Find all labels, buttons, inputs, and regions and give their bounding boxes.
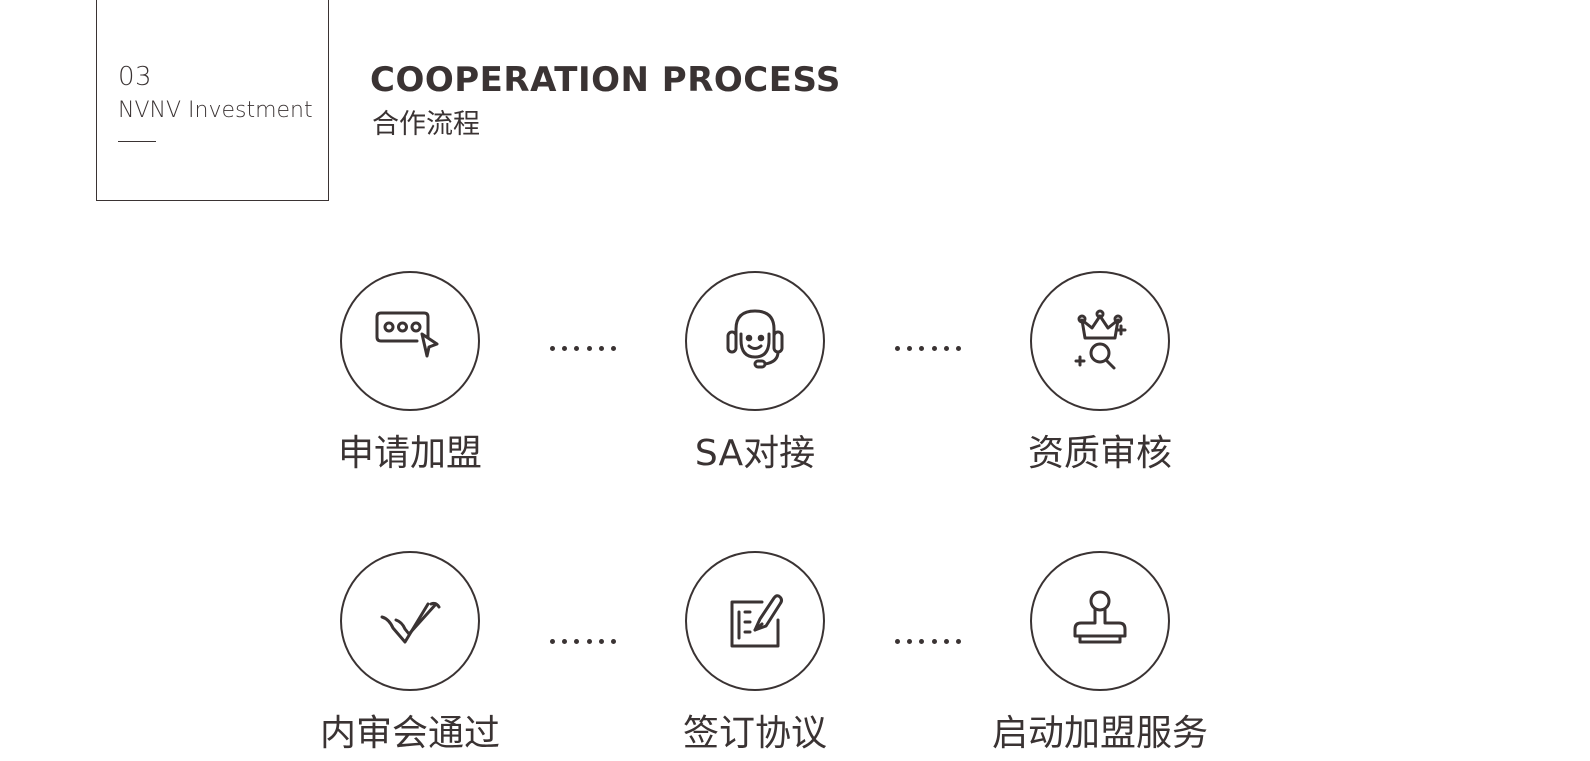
section-number: 03 (118, 62, 153, 92)
step-label: 内审会通过 (319, 713, 501, 754)
headset-support-icon (726, 309, 784, 369)
step-internal-approval[interactable]: 内审会通过 (320, 551, 500, 754)
step-circle (1030, 271, 1170, 411)
step-connector (895, 638, 961, 644)
step-label: 启动加盟服务 (991, 713, 1209, 754)
qualification-review-icon (1074, 309, 1127, 370)
step-connector (550, 638, 616, 644)
page-title-en: COOPERATION PROCESS (370, 60, 841, 100)
step-sa-contact[interactable]: SA对接 (685, 271, 825, 474)
step-circle (1030, 551, 1170, 691)
step-sign-agreement[interactable]: 签订协议 (683, 551, 827, 754)
step-connector (895, 345, 961, 351)
step-qualification-review[interactable]: 资质审核 (1028, 271, 1172, 474)
double-check-icon (380, 601, 441, 644)
step-label: SA对接 (694, 433, 816, 474)
apply-form-icon (375, 311, 439, 358)
step-connector (550, 345, 616, 351)
page-title-cn: 合作流程 (372, 109, 480, 140)
section-divider (118, 141, 156, 142)
stamp-icon (1073, 590, 1127, 644)
section-frame (96, 0, 329, 201)
step-circle (340, 551, 480, 691)
step-launch-service[interactable]: 启动加盟服务 (992, 551, 1208, 754)
step-circle (685, 271, 825, 411)
step-label: 签订协议 (682, 713, 828, 754)
step-label: 申请加盟 (337, 433, 483, 474)
sign-agreement-icon (730, 594, 783, 648)
step-circle (340, 271, 480, 411)
section-subtitle: NVNV Investment (118, 98, 313, 123)
step-apply[interactable]: 申请加盟 (338, 271, 482, 474)
step-label: 资质审核 (1027, 433, 1173, 474)
step-circle (685, 551, 825, 691)
